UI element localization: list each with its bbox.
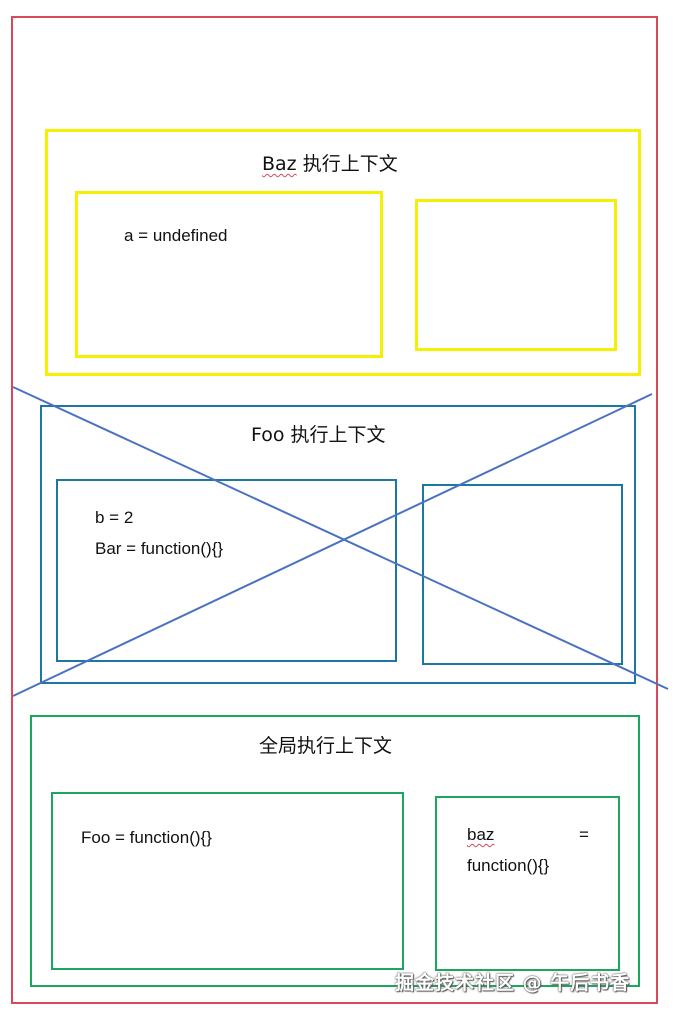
cross-line-up [12, 393, 653, 697]
foo-scope-box [422, 484, 623, 665]
baz-variable-box [75, 191, 383, 358]
baz-scope-box [415, 199, 617, 351]
cross-line-down [12, 386, 669, 690]
page-frame [11, 16, 658, 1004]
global-context-title: 全局执行上下文 [259, 735, 393, 757]
foo-var-b: b = 2 [95, 508, 134, 527]
global-var-baz-name: baz [467, 825, 495, 844]
global-var-foo: Foo = function(){} [81, 828, 212, 847]
global-var-baz-value: function(){} [467, 856, 550, 875]
foo-context-title: Foo 执行上下文 [251, 424, 386, 446]
watermark-text: 掘金技术社区 @ 午后书香 [395, 972, 631, 994]
baz-context-box [45, 129, 641, 376]
foo-variable-box [56, 479, 397, 662]
baz-context-title: Baz 执行上下文 [262, 154, 398, 174]
baz-title-name: Baz [262, 153, 297, 175]
baz-var-a: a = undefined [124, 226, 228, 245]
global-var-baz-eq: = [579, 825, 589, 844]
baz-title-suffix: 执行上下文 [302, 153, 398, 175]
foo-var-bar: Bar = function(){} [95, 539, 224, 558]
global-variable-box [51, 792, 404, 970]
global-context-box [30, 715, 640, 987]
global-scope-box [435, 796, 620, 971]
foo-context-box [40, 405, 636, 684]
